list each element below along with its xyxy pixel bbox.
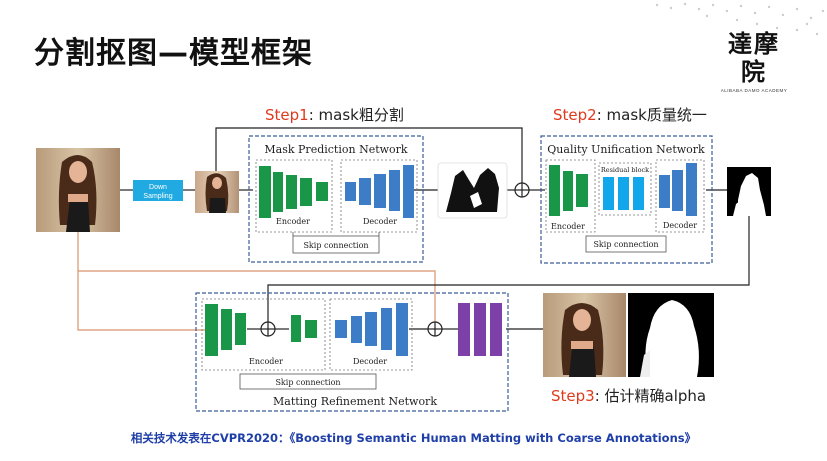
svg-text:Encoder: Encoder [551,222,585,231]
svg-text:Decoder: Decoder [663,221,697,230]
feedback-lines [77,232,436,331]
output-composite-image [543,293,626,377]
svg-text:Mask Prediction Network: Mask Prediction Network [264,143,408,156]
svg-text:Down: Down [149,184,167,191]
svg-text:Skip connection: Skip connection [275,378,340,387]
svg-text:Skip connection: Skip connection [303,241,368,250]
svg-text:Residual block: Residual block [601,166,649,174]
footer-citation: 相关技术发表在CVPR2020：《Boosting Semantic Human… [130,431,697,445]
svg-text:Decoder: Decoder [363,217,397,226]
step1-label: Step1: mask粗分割 [265,106,404,124]
step3-label: Step3: 估计精确alpha [551,387,707,405]
svg-text:Encoder: Encoder [249,357,283,366]
svg-text:Encoder: Encoder [276,217,310,226]
output-alpha-matte [628,293,714,377]
add-node-step1 [514,182,530,198]
damo-academy-logo: 達摩院 ALIBABA DAMO ACADEMY [716,29,792,94]
step2-label: Step2: mask质量统一 [553,106,707,124]
svg-text:Quality Unification Network: Quality Unification Network [547,143,705,156]
logo-text: 達摩院 [728,29,780,86]
mask-prediction-network: Mask Prediction Network Encoder Decoder … [248,135,424,263]
svg-text:Matting Refinement Network: Matting Refinement Network [273,395,437,408]
slide-title: 分割抠图—模型框架 [34,36,313,71]
decorative-dots [655,2,825,36]
quality-unification-network: Quality Unification Network Encoder Resi… [540,135,713,264]
svg-text:Sampling: Sampling [143,193,172,200]
add-node-refine-output [427,321,443,337]
svg-text:Decoder: Decoder [353,357,387,366]
matting-refinement-network: Encoder Decoder Skip connection Matting … [195,292,509,412]
flow-lines [120,127,750,330]
svg-text:Skip connection: Skip connection [593,240,658,249]
input-image [36,148,120,232]
logo-subtext: ALIBABA DAMO ACADEMY [720,88,788,93]
downsampling-box: Down Sampling [133,180,183,201]
unified-mask-image [727,167,771,216]
add-node-refine-encoder [260,321,276,337]
coarse-mask-image [437,162,508,219]
downsampled-image [195,171,239,213]
